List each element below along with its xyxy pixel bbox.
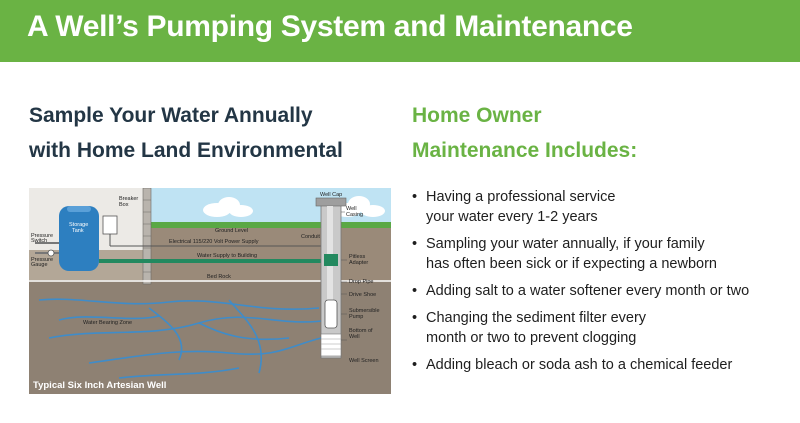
breaker-box-icon	[102, 215, 118, 235]
label-pressure-switch-2: Switch	[31, 238, 47, 244]
label-power-supply: Electrical 115/220 Volt Power Supply	[169, 239, 259, 245]
title-banner: A Well’s Pumping System and Maintenance	[0, 0, 800, 62]
list-item: •Sampling your water annually, if your f…	[412, 236, 717, 272]
label-submersible-pump-1: Submersible	[349, 308, 380, 314]
label-bottom-of-well-2: Well	[349, 334, 360, 340]
label-bottom-of-well-1: Bottom of	[349, 328, 373, 334]
submersible-pump-icon	[324, 299, 338, 329]
soil-layer	[147, 224, 391, 280]
list-item: •Adding bleach or soda ash to a chemical…	[412, 357, 733, 373]
label-pitless-adapter-2: Adapter	[349, 260, 368, 266]
pressure-gauge-icon	[47, 249, 55, 257]
diagram-caption: Typical Six Inch Artesian Well	[33, 380, 166, 391]
label-pressure-switch-1: Pressure	[31, 233, 53, 239]
maintenance-heading-line2: Maintenance Includes:	[412, 139, 638, 162]
list-item: •Adding salt to a water softener every m…	[412, 283, 750, 299]
label-storage-tank-2: Tank	[72, 228, 84, 234]
cloud-icon	[203, 197, 253, 217]
water-bearing-veins	[38, 298, 330, 379]
sample-heading-line2: with Home Land Environmental	[29, 139, 343, 162]
well-diagram: Breaker Box Storage Tank Pressure Switch…	[29, 188, 391, 394]
label-water-bearing-zone: Water Bearing Zone	[83, 320, 132, 326]
pitless-adapter-icon	[324, 254, 338, 266]
label-well-screen: Well Screen	[349, 358, 379, 364]
label-well-cap: Well Cap	[320, 192, 342, 198]
label-pressure-gauge-1: Pressure	[31, 257, 53, 263]
label-drive-shoe: Drive Shoe	[349, 292, 376, 298]
sample-heading-line1: Sample Your Water Annually	[29, 104, 313, 127]
sample-heading: Sample Your Water Annually with Home Lan…	[29, 98, 389, 168]
label-drop-pipe: Drop Pipe	[349, 279, 373, 285]
grass-strip	[147, 222, 391, 228]
label-pitless-adapter-1: Pitless	[349, 254, 365, 260]
label-storage-tank-1: Storage	[69, 222, 88, 228]
page-title: A Well’s Pumping System and Maintenance	[27, 10, 633, 43]
bullet-icon: •	[412, 236, 418, 252]
bullet-icon: •	[412, 310, 418, 326]
well-screen	[320, 333, 342, 357]
maintenance-heading-line1: Home Owner	[412, 104, 542, 127]
maintenance-heading: Home Owner Maintenance Includes:	[412, 98, 782, 168]
label-breaker-box-1: Breaker	[119, 196, 138, 202]
label-bed-rock: Bed Rock	[207, 274, 231, 280]
label-water-supply: Water Supply to Building	[197, 253, 257, 259]
label-well-casing-1: Well	[346, 206, 357, 212]
label-conduit: Conduit	[301, 234, 320, 240]
well-cap-icon	[315, 197, 347, 207]
label-ground-level: Ground Level	[215, 228, 248, 234]
label-well-casing-2: Casing	[346, 212, 363, 218]
water-supply-pipe	[99, 259, 329, 263]
bullet-icon: •	[412, 283, 418, 299]
bullet-icon: •	[412, 189, 418, 205]
label-breaker-box-2: Box	[119, 202, 129, 208]
storage-tank-icon	[59, 206, 99, 271]
bullet-icon: •	[412, 357, 418, 373]
label-submersible-pump-2: Pump	[349, 314, 363, 320]
label-pressure-gauge-2: Gauge	[31, 262, 48, 268]
